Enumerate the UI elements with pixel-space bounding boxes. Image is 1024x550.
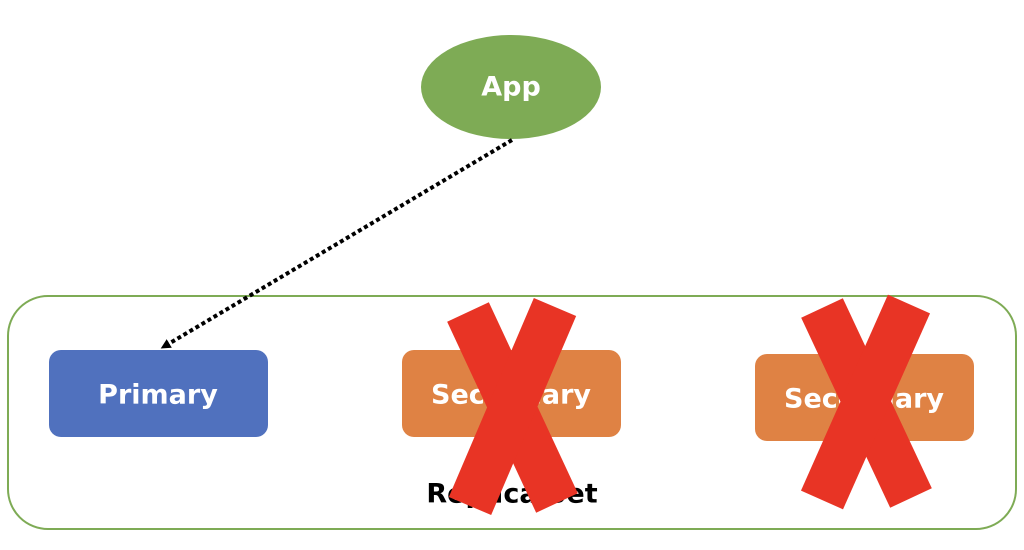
red-x-icon: [800, 294, 932, 510]
primary-node: [49, 350, 268, 437]
app-to-primary-edge: [160, 138, 514, 349]
primary-label: Primary: [98, 380, 218, 411]
app-label: App: [481, 72, 541, 103]
app-node: [421, 35, 601, 139]
red-x-icon: [447, 297, 578, 516]
